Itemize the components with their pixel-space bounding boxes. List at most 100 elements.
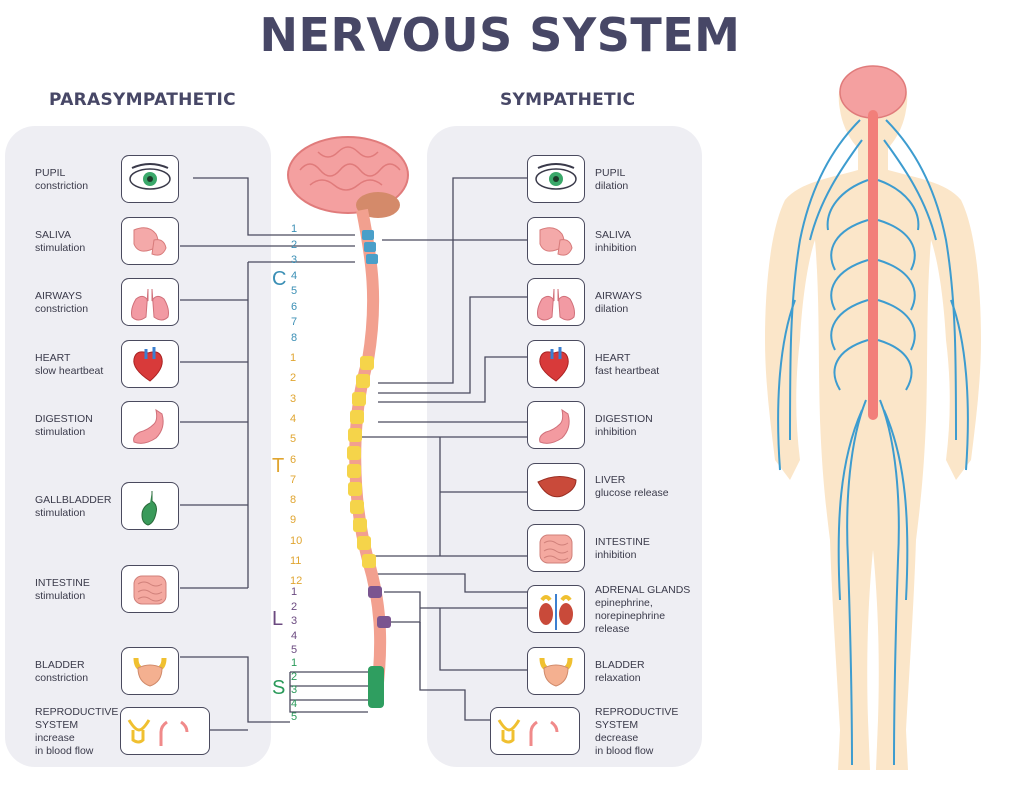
para-label-line: slow heartbeat [35,365,104,377]
heart-icon [539,347,569,382]
t-number: 2 [290,372,297,385]
t-number: 5 [290,433,297,446]
cervical-letter: C [272,268,287,290]
para-label-line: BLADDER [35,659,85,671]
s-number: 1 [291,657,298,669]
c-number: 8 [291,331,298,344]
para-eye-box [121,155,179,203]
c-number: 2 [291,238,298,251]
t-number: 6 [290,453,297,466]
para-label-line: stimulation [35,242,86,254]
s-number: 3 [291,684,298,696]
symp-label-line: INTESTINE [595,536,650,548]
symp-label-line: relaxation [595,672,641,684]
liver-icon [537,476,577,498]
symp-label-line: LIVER [595,474,626,486]
para-label-line: AIRWAYS [35,290,83,302]
diagram-title: NERVOUS SYSTEM [259,8,741,62]
t-number: 10 [290,534,303,547]
para-label-line: increase [35,732,75,744]
t-number: 1 [290,352,297,364]
symp-lungs-box [527,278,585,326]
lumbar-letter: L [272,608,284,630]
symp-label-line: ADRENAL GLANDS [595,584,691,596]
para-label-line: INTESTINE [35,577,90,589]
symp-label-line: inhibition [595,242,637,254]
symp-label-line: DIGESTION [595,413,653,425]
sympathetic-heading: SYMPATHETIC [500,90,636,110]
eye-icon [535,163,577,190]
para-salivary-gland-box [121,217,179,265]
salivary-gland-icon [539,227,573,256]
symp-label-line: inhibition [595,549,637,561]
vertebrae-thoracic [347,356,376,568]
symp-label-line: release [595,623,630,635]
para-label-line: stimulation [35,426,86,438]
symp-stomach-box [527,401,585,449]
l-number: 1 [291,586,298,598]
para-label-line: stimulation [35,590,86,602]
vertebrae-sacral [368,666,384,708]
para-label-line: constriction [35,672,89,684]
symp-label-line: dilation [595,303,629,315]
para-label-line: DIGESTION [35,413,93,425]
vertebrae-cervical [362,230,378,264]
s-number: 5 [291,711,298,723]
c-number: 5 [291,285,298,297]
symp-bladder-box [527,647,585,695]
stomach-icon [133,408,164,444]
l-number: 4 [291,629,298,642]
symp-label-line: BLADDER [595,659,645,671]
brain-illustration [287,136,409,218]
symp-heart-box [527,340,585,388]
bladder-icon [133,657,167,687]
lungs-icon [131,288,169,321]
symp-label-line: HEART [595,352,631,364]
s-number: 4 [291,697,298,710]
intestine-icon [539,534,573,564]
symp-intestine-box [527,524,585,572]
lungs-icon [537,288,575,321]
l-number: 5 [291,644,298,656]
t-number: 8 [290,494,297,507]
symp-label-line: SALIVA [595,229,631,241]
para-label-line: SYSTEM [35,719,79,731]
stomach-icon [539,408,570,444]
symp-label-line: PUPIL [595,167,626,179]
parasympathetic-connectors [180,177,368,731]
symp-label-line: glucose release [595,487,669,499]
symp-label-line: in blood flow [595,745,654,757]
symp-adrenal-box [527,585,585,633]
para-label-line: SALIVA [35,229,71,241]
heart-icon [133,347,163,382]
symp-label-line: AIRWAYS [595,290,643,302]
reproductive-icon [497,719,559,746]
para-label-line: PUPIL [35,167,66,179]
c-number: 3 [291,254,298,266]
symp-label-line: fast heartbeat [595,365,660,377]
para-lungs-box [121,278,179,326]
c-number: 4 [291,269,298,282]
t-number: 7 [290,473,297,486]
para-label-line: in blood flow [35,745,94,757]
gallbladder-icon [141,491,157,526]
c-number: 6 [291,300,298,313]
t-number: 9 [290,514,297,527]
t-number: 4 [290,412,297,425]
c-number: 1 [291,223,298,235]
